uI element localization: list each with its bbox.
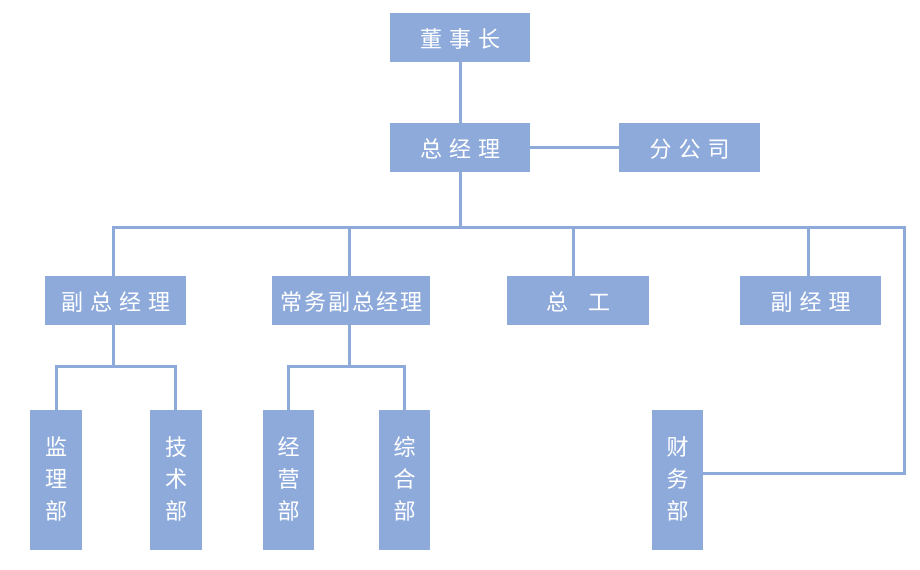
org-node-deputy-gm: 副总经理 (45, 276, 186, 325)
org-node-general-manager: 总经理 (390, 123, 530, 172)
org-node-chief-engineer: 总 工 (507, 276, 649, 325)
connector-drop-operations (287, 365, 290, 410)
org-node-operations-dept: 经营部 (263, 410, 314, 550)
connector-gm-bus (459, 172, 462, 229)
connector-deputy-gm-branch (55, 365, 177, 368)
connector-drop-deputy-manager (807, 226, 810, 276)
connector-drop-exec-deputy-gm (348, 226, 351, 276)
connector-main-bus (112, 226, 906, 229)
org-node-executive-deputy-gm: 常务副总经理 (272, 276, 430, 325)
connector-to-finance (703, 472, 906, 475)
connector-exec-branch (287, 365, 406, 368)
org-node-general-affairs-dept: 综合部 (379, 410, 430, 550)
connector-right-down (903, 226, 906, 475)
connector-drop-general-affairs (403, 365, 406, 410)
org-node-branch-company: 分公司 (619, 123, 760, 172)
org-node-technology-dept: 技术部 (150, 410, 202, 550)
org-node-deputy-manager: 副经理 (740, 276, 881, 325)
connector-drop-technology (174, 365, 177, 410)
connector-chairman-gm (459, 62, 462, 123)
org-node-chairman: 董事长 (390, 13, 530, 62)
connector-exec-stem (348, 325, 351, 368)
connector-deputy-gm-stem (112, 325, 115, 368)
org-node-supervision-dept: 监理部 (30, 410, 82, 550)
connector-drop-supervision (55, 365, 58, 410)
connector-drop-deputy-gm (112, 226, 115, 276)
org-node-finance-dept: 财务部 (652, 410, 703, 550)
connector-gm-branch (530, 146, 619, 149)
connector-drop-chief-engineer (572, 226, 575, 276)
